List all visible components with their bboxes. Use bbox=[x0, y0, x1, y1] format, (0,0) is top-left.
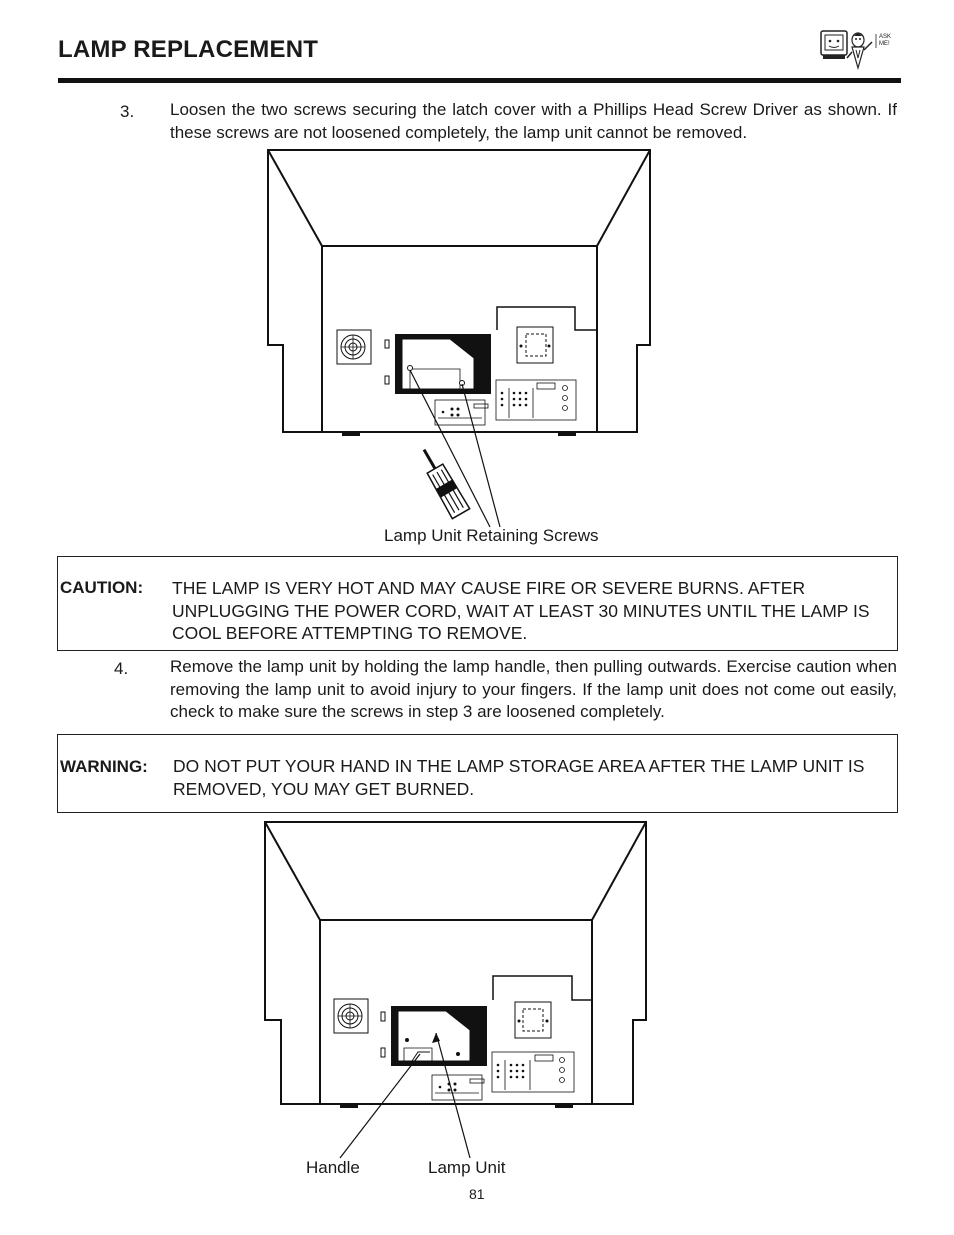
header-rule bbox=[58, 78, 901, 83]
logo-text: ASK ME! bbox=[879, 34, 892, 47]
figure-1-tv-rear-screws bbox=[0, 0, 954, 560]
step-4-text: Remove the lamp unit by holding the lamp… bbox=[170, 657, 897, 721]
caution-box: CAUTION: THE LAMP IS VERY HOT AND MAY CA… bbox=[57, 556, 898, 651]
page-title: LAMP REPLACEMENT bbox=[58, 36, 319, 63]
tv-mascot-icon bbox=[820, 30, 877, 71]
ask-me-logo: ASK ME! bbox=[818, 28, 894, 72]
screwdriver-icon bbox=[422, 448, 471, 520]
callout-lamp-unit: Lamp Unit bbox=[428, 1158, 506, 1177]
caution-label: CAUTION: bbox=[60, 578, 144, 597]
page-number: 81 bbox=[469, 1186, 485, 1202]
step-4-number: 4. bbox=[114, 659, 129, 678]
callout-handle: Handle bbox=[306, 1158, 360, 1177]
caution-text: THE LAMP IS VERY HOT AND MAY CAUSE FIRE … bbox=[172, 578, 870, 643]
step-3-text: Loosen the two screws securing the latch… bbox=[170, 100, 897, 142]
step-3-number: 3. bbox=[120, 102, 135, 121]
warning-text: DO NOT PUT YOUR HAND IN THE LAMP STORAGE… bbox=[173, 756, 865, 799]
warning-box: WARNING: DO NOT PUT YOUR HAND IN THE LAM… bbox=[57, 734, 898, 813]
figure-2-tv-rear-lamp-unit bbox=[264, 821, 647, 1159]
warning-label: WARNING: bbox=[60, 757, 148, 776]
figure-1-caption: Lamp Unit Retaining Screws bbox=[384, 526, 599, 545]
